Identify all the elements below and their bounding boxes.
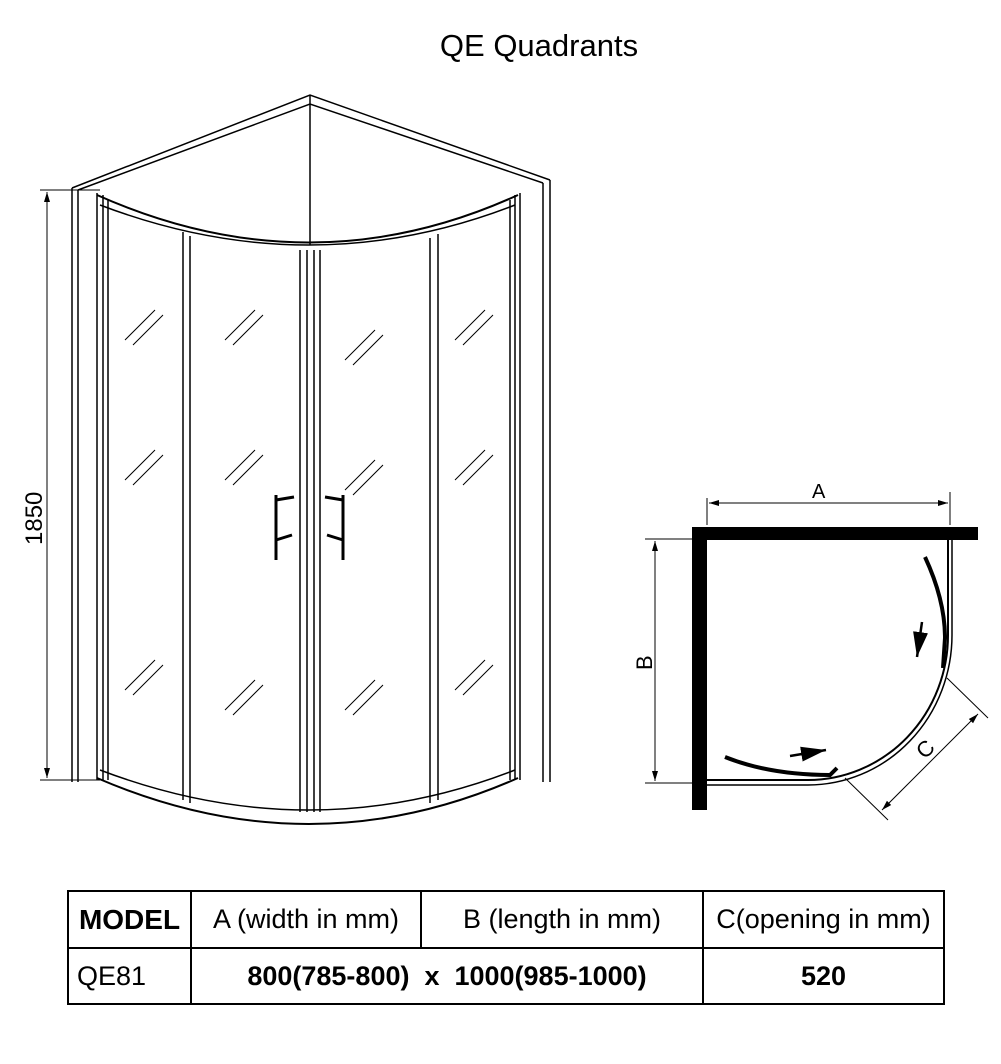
header-opening: C(opening in mm)	[704, 892, 943, 949]
cell-model: QE81	[69, 949, 192, 1003]
door-handles	[274, 495, 345, 560]
back-wall	[692, 527, 978, 540]
height-dimension	[40, 189, 100, 781]
dimension-a-label: A	[812, 481, 826, 503]
header-length: B (length in mm)	[422, 892, 704, 949]
spec-table: MODEL A (width in mm) B (length in mm) C…	[67, 890, 945, 1005]
header-width: A (width in mm)	[192, 892, 422, 949]
plan-view	[645, 492, 989, 821]
dimension-c-label: C	[911, 735, 940, 764]
header-model: MODEL	[69, 892, 192, 949]
front-view	[40, 94, 551, 825]
dimension-b-label: B	[632, 655, 657, 670]
frame-lines	[96, 193, 521, 812]
glass-reflections	[124, 309, 494, 716]
height-label: 1850	[21, 492, 48, 545]
cell-opening: 520	[800, 960, 847, 991]
cell-dimensions: 800(785-800) x 1000(985-1000)	[192, 949, 704, 1003]
diagram-title: QE Quadrants	[439, 28, 639, 63]
side-wall	[692, 527, 707, 810]
